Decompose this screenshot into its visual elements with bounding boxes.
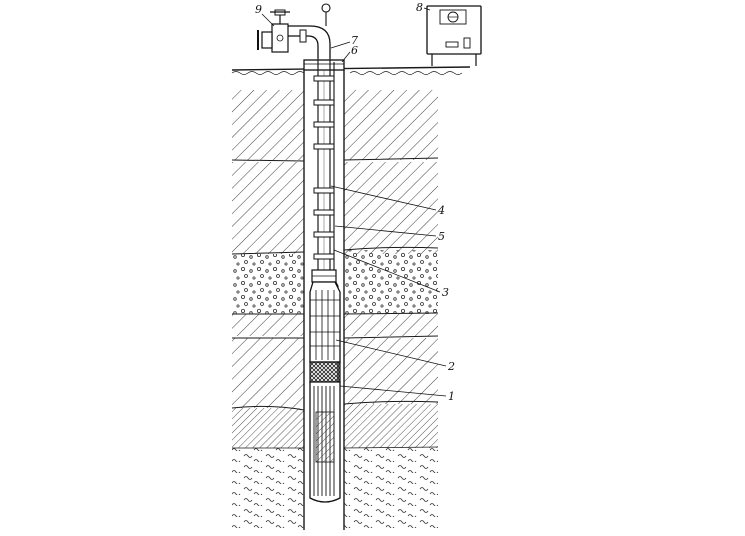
label-control-station: 8 [416,1,423,14]
ground-surface [231,66,471,75]
check-valve [311,269,337,283]
label-power-cable: 5 [438,230,445,243]
label-wellhead: 6 [351,44,358,57]
label-gate-valve: 9 [255,3,262,16]
pipe-couplings [313,75,335,260]
label-intake: 2 [447,360,455,373]
pump-body [309,281,341,363]
submersible-motor [309,381,341,503]
gate-valve [257,9,290,53]
pressure-gauge [321,3,331,26]
control-station [426,5,482,66]
leader-lines [261,7,447,397]
label-elbow: 7 [351,34,358,47]
label-check-valve: 3 [442,286,449,299]
borehole [303,70,345,530]
layer-boundaries [231,157,439,449]
label-pump: 1 [448,390,455,403]
discharge-elbow [286,25,331,58]
riser-pipe [313,58,335,272]
soil-layers-left [232,90,304,528]
intake-screen [309,361,341,383]
wellhead [303,59,345,71]
soil-layers-right [344,90,438,528]
label-riser-pipe: 4 [437,204,445,217]
